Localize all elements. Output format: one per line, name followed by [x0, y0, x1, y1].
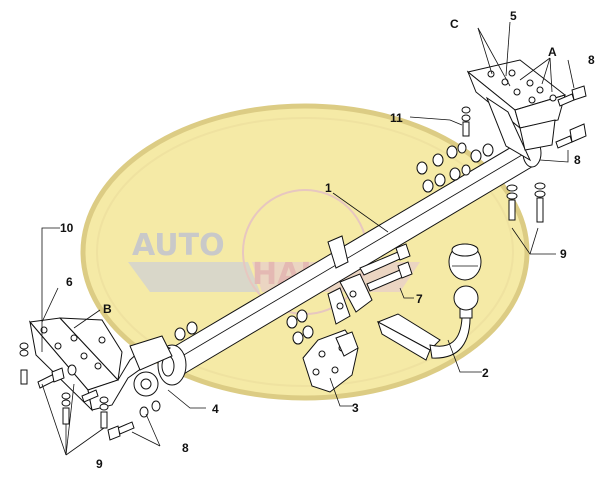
- callout-labels: 1 2 3 4 5 6 7 8 8 8 9 9 10 11 A B C: [60, 9, 595, 471]
- left-bolts: [19, 342, 161, 441]
- label-part-11: 11: [390, 111, 403, 125]
- label-part-2: 2: [482, 366, 489, 380]
- socket-plate-part-3: [302, 329, 359, 393]
- label-part-1: 1: [325, 181, 332, 195]
- right-nuts-and-washers: [416, 142, 494, 193]
- left-nuts-and-washers: [174, 309, 314, 345]
- bolts-part-7: [359, 243, 413, 292]
- label-point-a: A: [548, 45, 557, 59]
- label-point-b: B: [103, 302, 112, 316]
- label-part-3: 3: [352, 401, 359, 415]
- right-vertical-bolts: [461, 106, 546, 223]
- label-part-8-left: 8: [182, 441, 189, 455]
- label-part-4: 4: [212, 402, 219, 416]
- leader-lines: [41, 21, 575, 456]
- label-part-9-left: 9: [96, 457, 103, 471]
- label-part-8-upper: 8: [588, 53, 595, 67]
- label-part-5: 5: [510, 9, 517, 23]
- center-clamp-plates: [327, 235, 373, 325]
- tow-ball-neck-part-2: [376, 243, 482, 361]
- label-part-6: 6: [66, 275, 73, 289]
- label-part-9-right: 9: [560, 247, 567, 261]
- label-part-8-right: 8: [574, 153, 581, 167]
- label-point-c: C: [450, 17, 459, 31]
- right-horizontal-bolts: [555, 85, 587, 149]
- left-mounting-bracket-part-6: [29, 317, 173, 412]
- right-mounting-bracket-part-5: [466, 59, 567, 162]
- watermark-text-auto: AUTO: [132, 228, 225, 263]
- label-part-7: 7: [416, 292, 423, 306]
- label-part-10: 10: [60, 221, 74, 235]
